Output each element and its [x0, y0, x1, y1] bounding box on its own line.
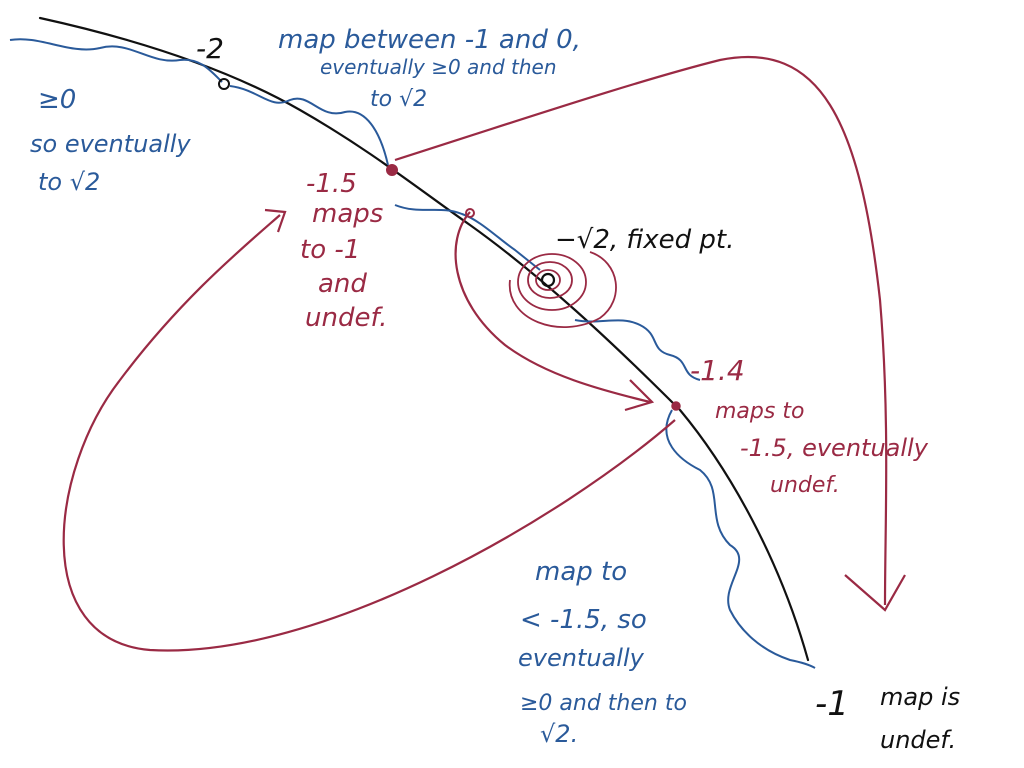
label-minus-2: -2	[196, 32, 224, 65]
note-m15-line4: undef.	[305, 303, 387, 333]
red-arrow-top-right	[394, 55, 888, 606]
point-minus-2	[218, 78, 230, 90]
note-m15-line1: maps	[312, 199, 383, 229]
note-m14-line1: maps to	[715, 399, 804, 424]
note-bottom-line5: √2.	[540, 720, 578, 748]
label-sqrt2-fixed: −√2, fixed pt.	[555, 225, 734, 255]
point-minus-1-45	[465, 208, 475, 218]
note-top-line1: map between -1 and 0,	[278, 25, 581, 55]
note-left-line3: to √2	[38, 168, 100, 196]
blue-squiggle-mid	[394, 204, 541, 271]
note-m14-line3: undef.	[770, 473, 840, 498]
note-bottom-line2: < -1.5, so	[520, 605, 647, 635]
note-left-line1: ≥0	[38, 85, 76, 115]
blue-squiggle-right	[574, 319, 701, 381]
label-minus-1: -1	[815, 684, 849, 724]
red-arrowhead-left	[264, 208, 287, 233]
note-top-line2: eventually ≥0 and then	[320, 55, 557, 79]
red-arrowhead-top-right	[844, 574, 906, 612]
blue-squiggle-bottom	[665, 409, 816, 669]
blue-squiggle-left	[9, 38, 223, 83]
note-end-line1: map is	[880, 683, 960, 711]
note-top-line3: to √2	[370, 87, 427, 112]
note-left-line2: so eventually	[30, 130, 191, 158]
note-bottom-line3: eventually	[518, 644, 645, 672]
note-end-line2: undef.	[880, 726, 956, 754]
label-minus-1-5: -1.5	[306, 169, 357, 199]
blue-squiggle-top	[229, 85, 389, 166]
fixed-point-spiral	[508, 251, 617, 328]
point-fixed-sqrt2	[540, 272, 556, 288]
note-bottom-line4: ≥0 and then to	[520, 691, 687, 716]
note-m15-line3: and	[318, 269, 367, 299]
note-bottom-line1: map to	[535, 557, 627, 587]
note-m14-line2: -1.5, eventually	[740, 434, 929, 462]
label-minus-1-4: -1.4	[690, 354, 745, 387]
red-arrow-big-left	[62, 214, 676, 652]
red-arrow-mid	[454, 211, 651, 404]
point-minus-1-4	[671, 401, 681, 411]
main-curve	[38, 16, 810, 662]
point-minus-1-5	[386, 164, 398, 176]
note-m15-line2: to -1	[300, 235, 360, 265]
red-arrowhead-mid	[624, 379, 655, 412]
